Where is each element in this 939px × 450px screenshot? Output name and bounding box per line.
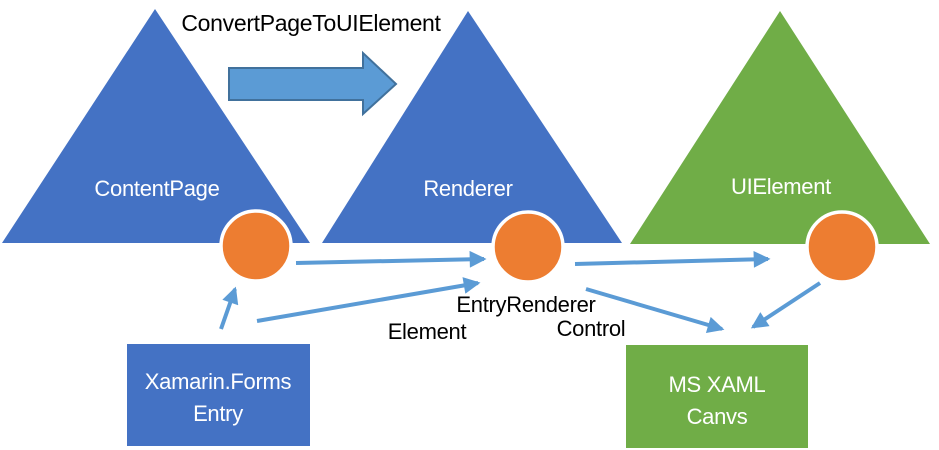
- junction-circle-renderer: [491, 210, 565, 284]
- triangle-uielement: [630, 11, 930, 244]
- triangle-contentpage-label: ContentPage: [94, 176, 219, 201]
- convert-block-arrow-icon: [228, 50, 398, 117]
- triangle-contentpage: [2, 9, 310, 243]
- arrow-control-to-canvs: [585, 287, 725, 334]
- entryrenderer-label: EntryRenderer: [456, 292, 595, 317]
- box-msxaml-line2: Canvs: [687, 404, 748, 429]
- element-label: Element: [388, 319, 467, 344]
- box-xamarin-line2: Entry: [193, 401, 243, 426]
- arrow-renderer-to-uielement: [574, 250, 771, 268]
- box-xamarin-line1: Xamarin.Forms: [145, 369, 292, 394]
- junction-circle-contentpage: [219, 209, 293, 283]
- junction-circle-uielement: [805, 210, 879, 284]
- box-xamarin-forms-entry: [127, 344, 310, 446]
- box-ms-xaml-canvs: [626, 345, 808, 448]
- arrow-entry-to-contentpage: [219, 286, 239, 330]
- triangle-renderer-label: Renderer: [423, 176, 512, 201]
- box-msxaml-line1: MS XAML: [669, 372, 766, 397]
- arrow-uielement-to-canvs: [750, 281, 822, 329]
- arrow-contentpage-to-renderer: [295, 250, 487, 268]
- triangle-uielement-label: UIElement: [731, 174, 831, 199]
- control-label: Control: [557, 316, 626, 341]
- convert-page-label: ConvertPageToUIElement: [181, 10, 441, 36]
- arrow-element-to-renderer: [256, 277, 481, 323]
- triangle-renderer: [322, 11, 622, 243]
